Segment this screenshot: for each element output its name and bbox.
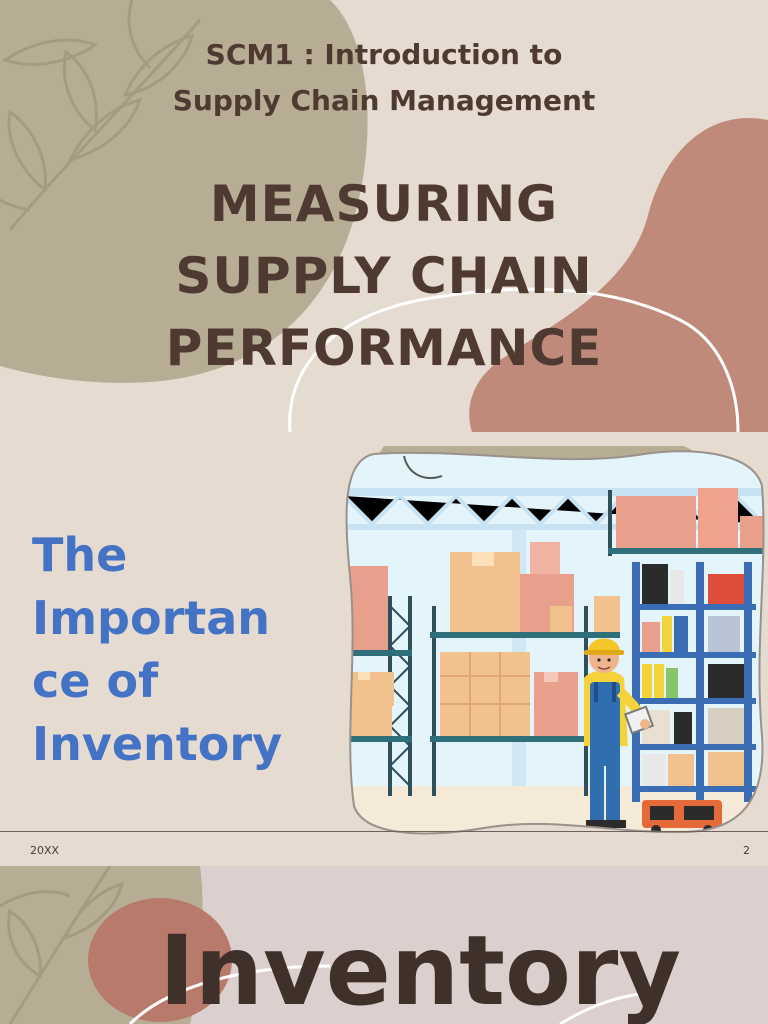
importance-heading: The Importan ce of Inventory (32, 528, 283, 771)
footer-page-number: 2 (743, 844, 750, 857)
worker-figure (584, 638, 655, 828)
main-title: MEASURING SUPPLY CHAIN PERFORMANCE (165, 175, 603, 377)
decorative-shapes (0, 866, 661, 1024)
slide-title: SCM1 : Introduction to Supply Chain Mana… (0, 0, 768, 432)
leaf-branch-icon (0, 866, 125, 1024)
leaf-branch-icon (0, 0, 202, 231)
slide-inventory: Inventory (0, 866, 768, 1024)
warehouse-worker-illustration (345, 446, 765, 835)
inventory-title: Inventory (159, 915, 681, 1024)
footer-divider (0, 831, 768, 832)
course-title: SCM1 : Introduction to Supply Chain Mana… (172, 38, 596, 117)
decorative-shapes (0, 0, 768, 432)
footer-date: 20XX (30, 844, 60, 857)
slide-importance: The Importan ce of Inventory (0, 432, 768, 866)
